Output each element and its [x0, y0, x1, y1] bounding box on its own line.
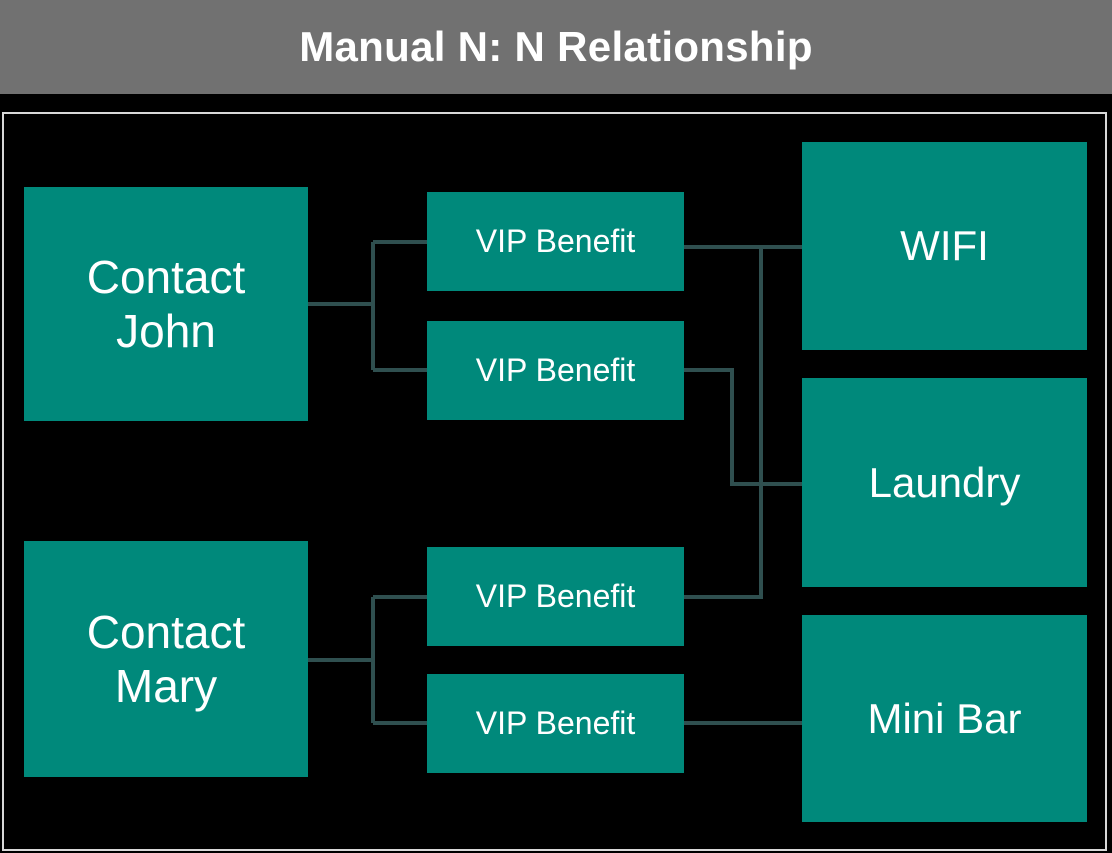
page-title: Manual N: N Relationship: [299, 23, 813, 70]
node-label: Contact Mary: [86, 605, 246, 712]
node-label: WIFI: [900, 222, 989, 270]
node-label: Mini Bar: [867, 694, 1022, 742]
node-vip-benefit-2[interactable]: VIP Benefit: [427, 321, 684, 420]
node-label: VIP Benefit: [475, 222, 636, 259]
node-contact-john[interactable]: Contact John: [24, 187, 308, 421]
node-service-laundry[interactable]: Laundry: [802, 378, 1087, 587]
node-vip-benefit-1[interactable]: VIP Benefit: [427, 192, 684, 291]
node-label: VIP Benefit: [475, 351, 636, 388]
node-label: VIP Benefit: [475, 704, 636, 741]
node-service-mini-bar[interactable]: Mini Bar: [802, 615, 1087, 822]
node-vip-benefit-3[interactable]: VIP Benefit: [427, 547, 684, 646]
node-label: Laundry: [868, 458, 1021, 506]
node-contact-mary[interactable]: Contact Mary: [24, 541, 308, 777]
node-service-wifi[interactable]: WIFI: [802, 142, 1087, 350]
node-vip-benefit-4[interactable]: VIP Benefit: [427, 674, 684, 773]
node-label: VIP Benefit: [475, 577, 636, 614]
node-label: Contact John: [86, 250, 246, 357]
title-bar: Manual N: N Relationship: [0, 0, 1112, 94]
